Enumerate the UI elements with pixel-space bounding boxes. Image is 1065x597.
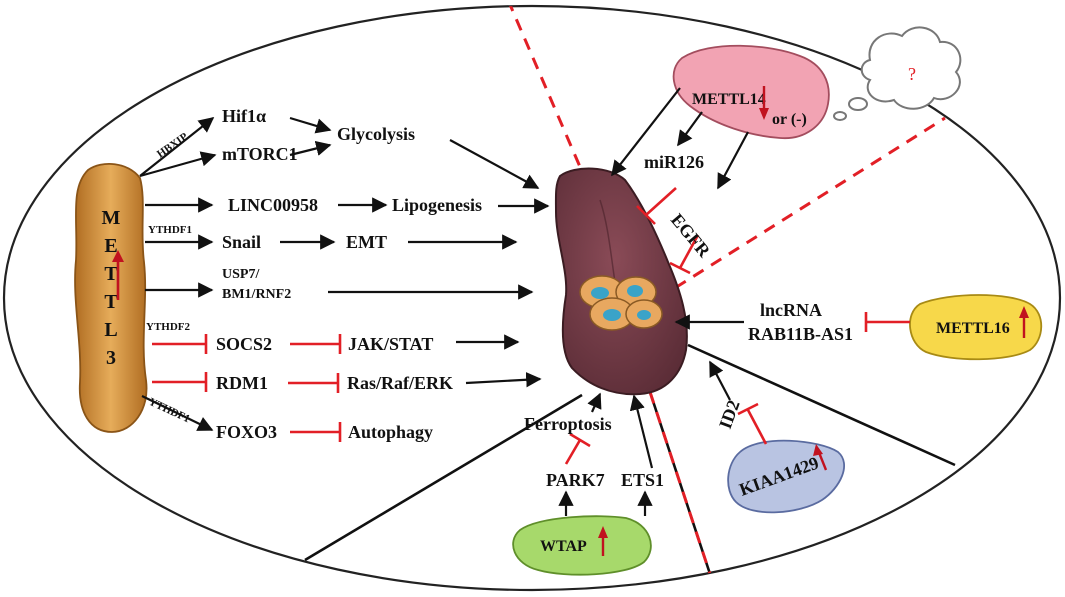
foxo3-label: FOXO3 <box>216 422 277 442</box>
mettl3-pathway-arrows <box>139 116 550 431</box>
mettl3-letter-t1: T <box>104 263 118 285</box>
mettl16-node: METTL16 <box>909 294 1043 361</box>
wtap-label: WTAP <box>540 538 587 555</box>
tumor-cells-icon <box>579 275 663 331</box>
sector-separators <box>304 6 956 581</box>
mettl3-node: M E T T L 3 <box>74 163 148 433</box>
socs2-label: SOCS2 <box>216 334 272 354</box>
jakstat-label: JAK/STAT <box>348 334 433 354</box>
mettl14-pathway-arrows <box>611 87 749 275</box>
linc00958-label: LINC00958 <box>228 195 318 215</box>
mettl16-label: METTL16 <box>936 320 1010 337</box>
rdm1-label: RDM1 <box>216 373 268 393</box>
ets1-label: ETS1 <box>621 470 664 490</box>
question-mark-label: ? <box>908 64 916 84</box>
mettl14-node: METTL14 or (-) <box>672 44 830 139</box>
mir126-label: miR126 <box>644 152 704 172</box>
mettl3-letter-m: M <box>102 207 121 229</box>
usp7-label-line1: USP7/ <box>222 267 260 282</box>
mettl14-suffix-label: or (-) <box>772 111 807 128</box>
rasraf-label: Ras/Raf/ERK <box>347 373 453 393</box>
kiaa1429-node: KIAA1429 <box>727 439 845 514</box>
mettl3-letter-e: E <box>104 235 117 257</box>
emt-label: EMT <box>346 232 387 252</box>
ythdf2-label: YTHDF2 <box>146 321 191 333</box>
lncrna-label-line1: lncRNA <box>760 300 822 320</box>
usp7-label-line2: BM1/RNF2 <box>222 287 291 302</box>
glycolysis-label: Glycolysis <box>337 124 415 144</box>
mettl3-letter-3: 3 <box>106 347 116 369</box>
separator-bottom-right <box>687 343 956 467</box>
thought-bubble: ? <box>833 26 962 121</box>
mettl3-inhibition-lines <box>152 334 342 442</box>
autophagy-label: Autophagy <box>348 422 433 442</box>
mettl14-label: METTL14 <box>692 91 766 108</box>
mettl3-letter-l: L <box>104 319 117 341</box>
mettl3-letter-t2: T <box>104 291 118 313</box>
separator-dashed-right <box>639 116 946 312</box>
separator-dashed-top <box>506 6 592 191</box>
park7-label: PARK7 <box>546 470 605 490</box>
wtap-node: WTAP <box>512 515 652 576</box>
ferroptosis-label: Ferroptosis <box>524 414 612 434</box>
lipogenesis-label: Lipogenesis <box>392 195 482 215</box>
lncrna-label-line2: RAB11B-AS1 <box>748 324 853 344</box>
separator-bottom-left <box>304 393 583 562</box>
ythdf1-label-a: YTHDF1 <box>148 224 192 236</box>
mtorc1-label: mTORC1 <box>222 144 298 164</box>
separator-bottom-mid-dash <box>648 391 714 581</box>
snail-label: Snail <box>222 232 261 252</box>
hif1a-label: Hif1α <box>222 106 266 126</box>
